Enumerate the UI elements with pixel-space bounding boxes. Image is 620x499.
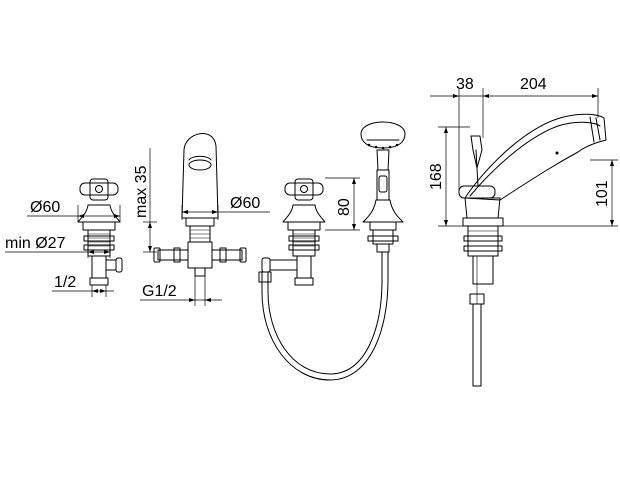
label-reach-204: 204 [520, 76, 547, 93]
left-dimensions [5, 148, 157, 297]
label-max-height: max 35 [133, 165, 150, 218]
label-height-168: 168 [428, 163, 445, 190]
center-spout [153, 133, 247, 277]
label-diameter-spout: Ø60 [230, 195, 260, 212]
label-diameter-left: Ø60 [30, 199, 60, 216]
label-offset-38: 38 [456, 76, 474, 93]
hose [258, 251, 389, 381]
right-cross-handle-valve [261, 178, 326, 286]
label-height-101: 101 [594, 180, 611, 207]
hand-shower [360, 121, 406, 253]
label-thread-g: G1/2 [142, 283, 177, 300]
center-dimensions [140, 205, 270, 306]
height-80-dimension [325, 177, 360, 231]
side-view-spout [458, 113, 607, 387]
side-view-dimensions [430, 88, 618, 227]
label-thread-half: 1/2 [54, 274, 76, 291]
label-min-diameter: min Ø27 [5, 235, 66, 252]
left-cross-handle-valve [77, 178, 123, 286]
label-height-80: 80 [336, 198, 353, 216]
